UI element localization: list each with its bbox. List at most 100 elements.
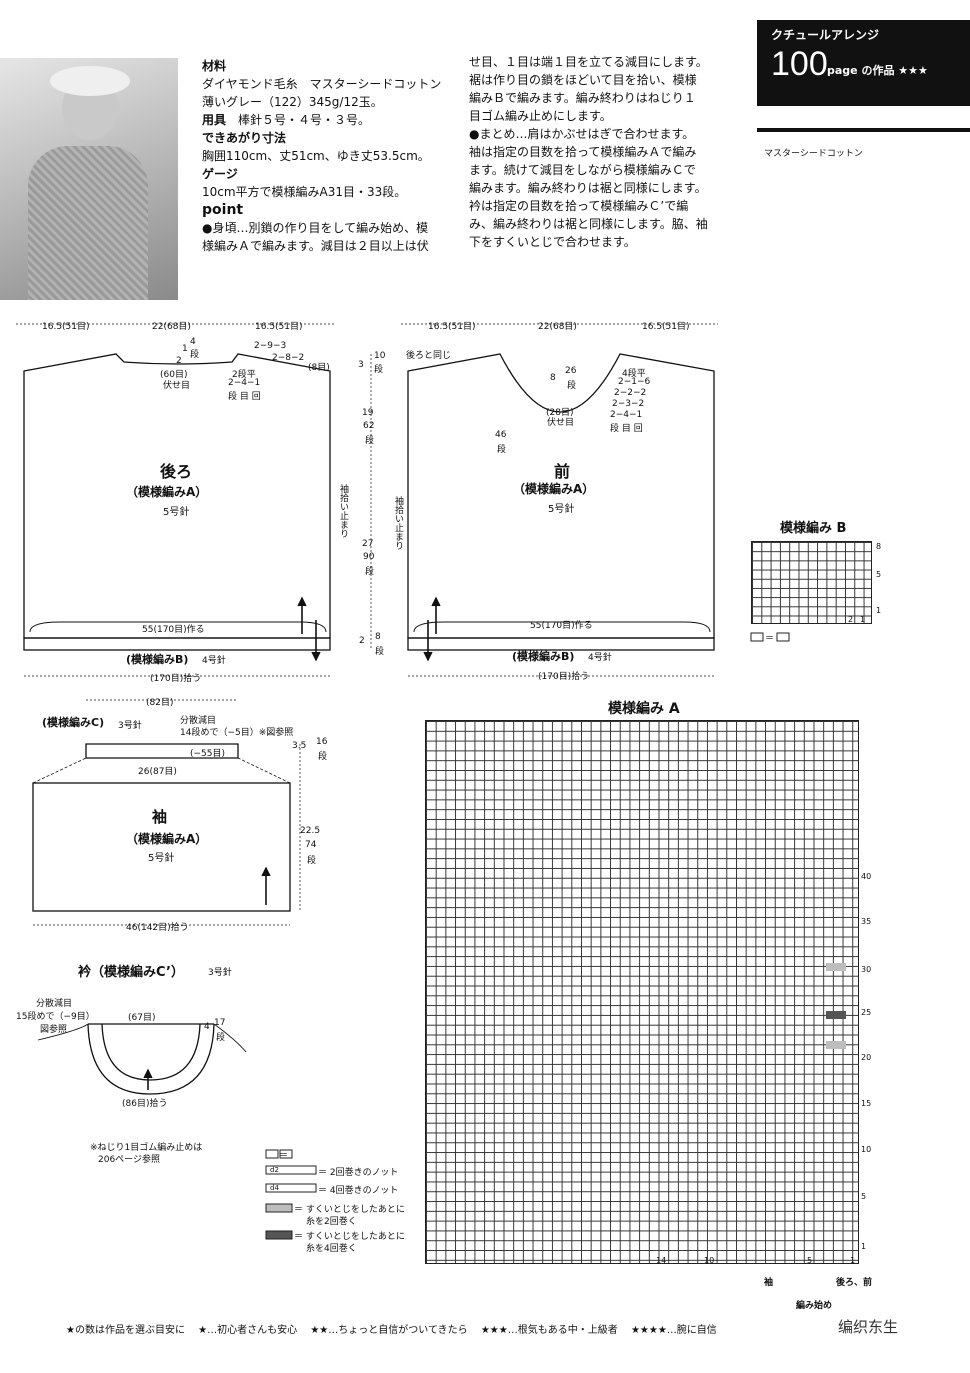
back-top-left-dim: 16.5(51目) bbox=[42, 322, 90, 332]
dim-3: 3 bbox=[358, 360, 364, 370]
pattern-a-col-5: 5 bbox=[807, 1256, 813, 1265]
pattern-a-body-label: 後ろ、前 bbox=[836, 1278, 873, 1288]
footer-legend: ★の数は作品を選ぶ目安に ★…初心者さんも安心 ★★…ちょっと自信がついてきたら… bbox=[66, 1321, 717, 1336]
instruction-line: 編みます。編み終わりは裾と同様にします。 bbox=[469, 181, 707, 195]
footer-legend-2: ★…初心者さんも安心 bbox=[198, 1325, 298, 1336]
sleeve-74: 74 bbox=[305, 840, 317, 850]
front-side-46: 46 bbox=[495, 430, 507, 440]
back-sleeve-mark: 袖拾い止まり bbox=[338, 484, 348, 538]
sleeve-title: 袖 bbox=[152, 808, 168, 826]
pattern-a-start-label: 編み始め bbox=[796, 1301, 833, 1311]
materials-label: 材料 bbox=[202, 59, 227, 73]
collar-pick: (86目)拾う bbox=[122, 1099, 168, 1109]
pattern-a-title: 模様編み A bbox=[608, 701, 680, 717]
front-top-left-dim: 16.5(51目) bbox=[428, 322, 476, 332]
pattern-a-col-10: 10 bbox=[704, 1256, 715, 1265]
back-outline bbox=[23, 353, 331, 639]
dim-90-dan: 段 bbox=[365, 567, 375, 577]
front-top-mid-dim: 22(68目) bbox=[538, 322, 577, 332]
back-neck-rows: 1 bbox=[182, 344, 188, 354]
pattern-b-title: 模様編み B bbox=[780, 521, 847, 536]
dim-90: 90 bbox=[363, 552, 375, 562]
instruction-line: 衿は指定の目数を拾って模様編みＣ’で編 bbox=[469, 199, 689, 213]
sleeve-top-82: (82目) bbox=[146, 698, 174, 708]
instruction-line: 下をすくいとじで合わせます。 bbox=[469, 235, 636, 249]
pattern-b-chart bbox=[751, 541, 872, 624]
instruction-line: ●まとめ…肩はかぶせはぎで合わせます。 bbox=[469, 127, 695, 141]
pattern-a-row-40: 40 bbox=[861, 872, 872, 881]
spec-column-1: 材料 ダイヤモンド毛糸 マスターシードコットン 薄いグレー（122）345g/1… bbox=[202, 57, 462, 255]
sleeve-74-dan: 段 bbox=[307, 856, 317, 866]
legend-wrap-2b: 糸を2回巻く bbox=[306, 1217, 357, 1227]
page-header: クチュールアレンジ 100 page の作品 ★★★ bbox=[757, 20, 970, 106]
front-hem-needle: 4号針 bbox=[588, 653, 612, 663]
back-shoulder-2: 2−8−2 bbox=[272, 353, 305, 363]
pattern-a-col-1: 1 bbox=[850, 1256, 856, 1265]
legend-eq: ＝ bbox=[279, 1151, 289, 1161]
page-number: 100 bbox=[771, 45, 828, 83]
wrap-2-cell bbox=[826, 1041, 846, 1049]
sleeve-dist-2: 14段めで（−5目）※図参照 bbox=[180, 728, 294, 738]
sleeve-cuff-needle: 3号針 bbox=[118, 721, 142, 731]
back-cast-on: 55(170目)作る bbox=[142, 625, 205, 635]
size-label: できあがり寸法 bbox=[202, 131, 287, 145]
tools-value: 棒針５号・４号・３号。 bbox=[238, 113, 371, 127]
header-rule bbox=[757, 128, 970, 132]
materials-line-2: 薄いグレー（122）345g/12玉。 bbox=[202, 95, 383, 109]
front-same-as-back: 後ろと同じ bbox=[406, 351, 452, 361]
front-neck-8: 8 bbox=[550, 373, 556, 383]
footer-legend-1: ★の数は作品を選ぶ目安に bbox=[66, 1325, 185, 1336]
legend-wrap-2a: ＝ すくいとじをしたあとに bbox=[294, 1205, 405, 1215]
front-dec-4: 2−3−2 bbox=[612, 399, 645, 409]
front-neck-bindoff: 伏せ目 bbox=[547, 418, 575, 428]
collar-needle: 3号針 bbox=[208, 968, 232, 978]
yarn-subtitle: マスターシードコットン bbox=[764, 149, 863, 159]
pattern-a-row-30: 30 bbox=[861, 965, 872, 974]
collar-title: 衿（模様編みC’） bbox=[78, 965, 184, 980]
size-value: 胸囲110cm、丈51cm、ゆき丈53.5cm。 bbox=[202, 149, 430, 163]
pattern-a-row-10: 10 bbox=[861, 1145, 872, 1154]
instruction-line: ます。続けて減目をしながら模様編みＣで bbox=[469, 163, 696, 177]
legend-knot-4: ＝ 4回巻きのノット bbox=[318, 1186, 399, 1196]
pattern-a-row-20: 20 bbox=[861, 1053, 872, 1062]
gauge-label: ゲージ bbox=[202, 167, 238, 181]
front-dec-1: 4段平 bbox=[622, 369, 646, 379]
pattern-a-sleeve-label: 袖 bbox=[764, 1278, 774, 1288]
collar-inner bbox=[101, 1023, 201, 1081]
footer-legend-5: ★★★★…腕に自信 bbox=[630, 1325, 717, 1336]
back-shoulder-1: 2−9−3 bbox=[254, 341, 287, 351]
dim-8: 8 bbox=[375, 632, 381, 642]
point-line-1: ●身頃…別鎖の作り目をして編み始め、模 bbox=[202, 221, 429, 235]
pattern-b-row-8: 8 bbox=[876, 542, 882, 551]
dim-10-dan: 段 bbox=[374, 365, 384, 375]
page-suffix: page の作品 ★★★ bbox=[827, 64, 928, 77]
instruction-line: 裾は作り目の鎖をほどいて目を拾い、模様 bbox=[469, 73, 697, 87]
wrap-2-cell bbox=[826, 963, 846, 971]
front-dec-5: 2−4−1 bbox=[610, 410, 643, 420]
front-needle: 5号針 bbox=[548, 504, 575, 515]
pattern-a-row-15: 15 bbox=[861, 1099, 872, 1108]
sleeve-body bbox=[32, 782, 291, 912]
sleeve-16: 16 bbox=[316, 737, 328, 747]
gauge-value: 10cm平方で模様編みA31目・33段。 bbox=[202, 185, 407, 199]
back-shoulder-3: (8目) bbox=[308, 363, 330, 373]
tools-label: 用具 bbox=[202, 113, 227, 127]
model-photo bbox=[0, 58, 178, 300]
dim-62-dan: 段 bbox=[365, 436, 375, 446]
front-neck-28: (28目) bbox=[546, 408, 574, 418]
back-needle: 5号針 bbox=[163, 507, 190, 518]
front-neck-26-dan: 段 bbox=[567, 381, 577, 391]
front-sleeve-mark: 袖拾い止まり bbox=[393, 496, 403, 550]
back-neck-dan: 段 bbox=[190, 350, 200, 360]
back-hem-needle: 4号針 bbox=[202, 656, 226, 666]
knot-2-glyph: d2 bbox=[270, 1166, 279, 1174]
front-hem bbox=[407, 637, 715, 651]
back-title: 後ろ bbox=[160, 462, 193, 481]
pattern-a-row-35: 35 bbox=[861, 917, 872, 926]
sleeve-bottom-pick: 46(142目)拾う bbox=[126, 923, 189, 933]
note-line-2: 206ページ参照 bbox=[98, 1155, 160, 1165]
collar-dist-3: 図参照 bbox=[40, 1025, 68, 1035]
pattern-b-col-2: 2 bbox=[848, 615, 854, 624]
instruction-line: 編みＢで編みます。編み終わりはねじり１ bbox=[469, 91, 696, 105]
